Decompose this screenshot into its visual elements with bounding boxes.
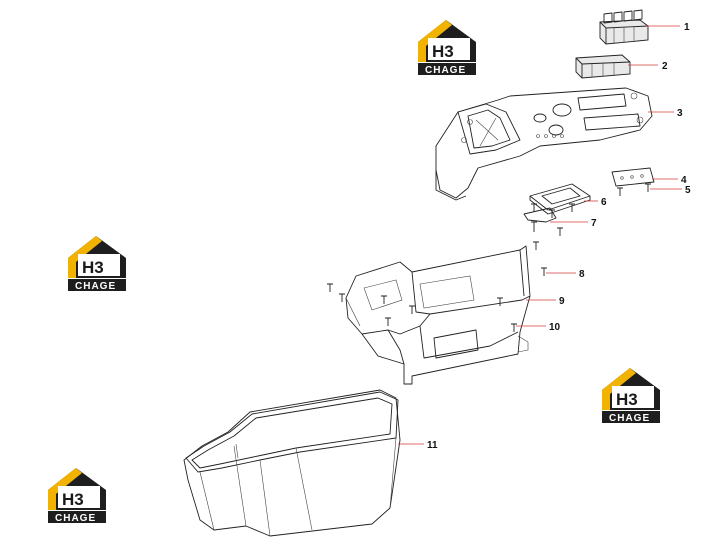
svg-text:H3: H3 bbox=[82, 258, 104, 277]
callout-leaders bbox=[398, 25, 682, 445]
watermark-logo-right: H3 CHAGE bbox=[602, 368, 660, 424]
part-1-switch-block bbox=[599, 9, 649, 45]
callout-4: 4 bbox=[681, 175, 687, 186]
callout-3: 3 bbox=[677, 108, 683, 119]
part-2-switch-block bbox=[575, 54, 631, 79]
svg-text:H3: H3 bbox=[616, 390, 638, 409]
callout-labels: 1 2 3 4 5 6 7 8 9 10 11 bbox=[427, 22, 691, 451]
svg-text:CHAGE: CHAGE bbox=[75, 281, 116, 292]
part-11-storage-box bbox=[183, 389, 401, 537]
watermark-logo-bottom: H3 CHAGE bbox=[48, 468, 106, 524]
watermark-logo-top: H3 CHAGE bbox=[418, 20, 476, 76]
callout-8: 8 bbox=[579, 269, 585, 280]
part-7-bracket bbox=[523, 207, 563, 236]
callout-10: 10 bbox=[549, 322, 561, 333]
callout-9: 9 bbox=[559, 296, 565, 307]
callout-11: 11 bbox=[427, 440, 438, 451]
watermark-logo-left: H3 CHAGE bbox=[68, 236, 126, 292]
part-10-screw bbox=[511, 323, 517, 332]
part-5-screws bbox=[617, 183, 651, 196]
callout-5: 5 bbox=[685, 185, 691, 196]
callout-6: 6 bbox=[601, 197, 607, 208]
svg-text:CHAGE: CHAGE bbox=[609, 413, 650, 424]
callout-2: 2 bbox=[662, 61, 668, 72]
part-4-bracket-plate bbox=[611, 167, 655, 187]
callout-7: 7 bbox=[591, 218, 597, 229]
part-9-console-frame bbox=[327, 241, 539, 385]
callout-1: 1 bbox=[684, 22, 690, 33]
part-6-mounting-plate bbox=[529, 183, 591, 218]
part-3-upper-console bbox=[435, 87, 653, 201]
svg-text:H3: H3 bbox=[62, 490, 84, 509]
svg-text:CHAGE: CHAGE bbox=[425, 65, 466, 76]
svg-text:H3: H3 bbox=[432, 42, 454, 61]
part-8-screw bbox=[541, 267, 547, 276]
svg-text:CHAGE: CHAGE bbox=[55, 513, 96, 524]
